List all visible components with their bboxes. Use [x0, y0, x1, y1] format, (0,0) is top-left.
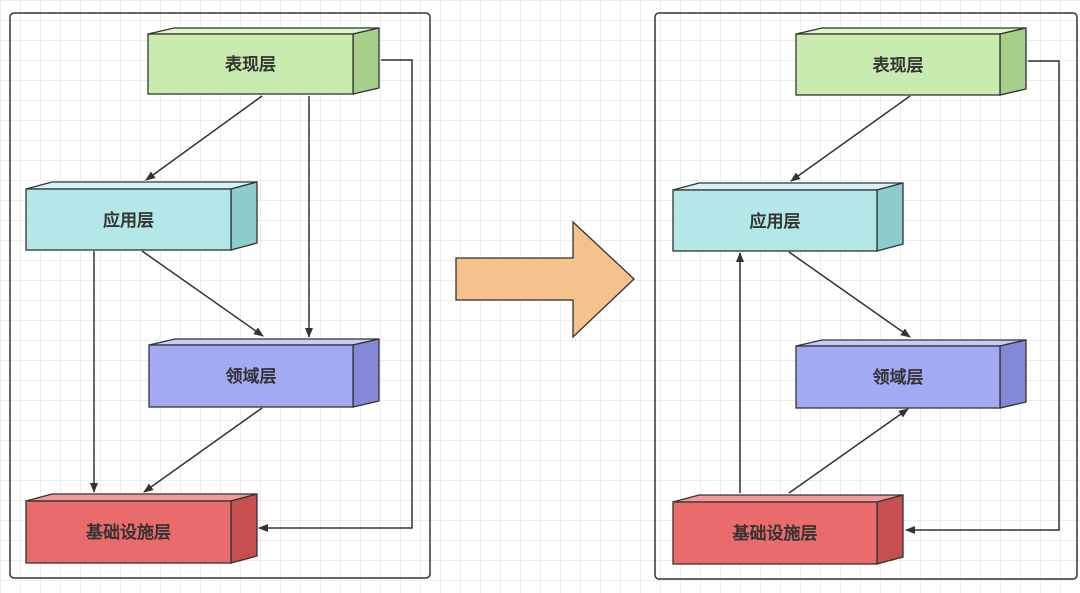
right-application-layer-box: 应用层 — [672, 182, 904, 252]
right-application-layer-label: 应用层 — [750, 211, 801, 232]
right-infrastructure-layer-box: 基础设施层 — [672, 494, 904, 565]
left-application-layer-box: 应用层 — [25, 181, 258, 251]
right-arrow-presentation-to-application — [790, 95, 911, 182]
right-domain-layer-box: 领域层 — [795, 339, 1027, 409]
left-presentation-layer-box: 表现层 — [147, 27, 380, 95]
right-arrow-presentation-to-infrastructure — [905, 60, 1060, 534]
right-arrow-application-to-domain — [788, 251, 911, 338]
left-arrow-presentation-to-application — [145, 95, 263, 181]
right-arrow-infrastructure-to-domain — [788, 408, 909, 494]
left-application-layer-label: 应用层 — [103, 210, 154, 231]
right-arrow-icon — [455, 220, 635, 339]
right-presentation-layer-box: 表现层 — [795, 27, 1027, 96]
left-domain-layer-label: 领域层 — [226, 366, 277, 387]
right-infrastructure-layer-label: 基础设施层 — [732, 523, 818, 544]
left-infrastructure-layer-box: 基础设施层 — [25, 493, 258, 564]
left-arrow-application-to-domain — [141, 250, 264, 337]
left-presentation-layer-label: 表现层 — [225, 54, 276, 75]
left-domain-layer-box: 领域层 — [148, 338, 380, 408]
left-panel-frame — [9, 12, 431, 579]
left-infrastructure-layer-label: 基础设施层 — [85, 522, 171, 543]
left-arrow-presentation-to-infrastructure — [258, 59, 413, 532]
right-domain-layer-label: 领域层 — [873, 367, 924, 388]
left-arrow-domain-to-infrastructure — [143, 407, 263, 493]
right-panel-frame — [654, 12, 1078, 580]
right-presentation-layer-label: 表现层 — [873, 55, 924, 76]
